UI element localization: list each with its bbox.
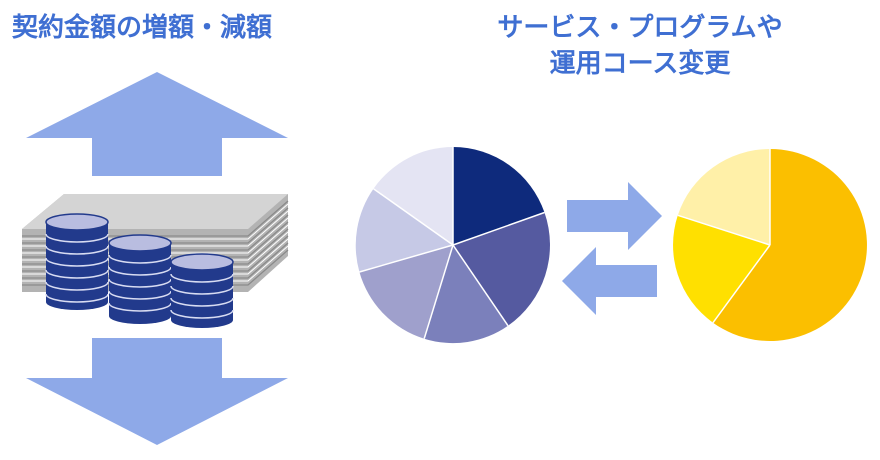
pie-chart-icon xyxy=(355,147,550,344)
pie-chart-icon xyxy=(673,149,867,341)
right-arrow-icon xyxy=(567,182,662,250)
left-arrow-icon xyxy=(562,247,657,315)
coin-stack-icon xyxy=(108,234,172,324)
right-title-line-2: 運用コース変更 xyxy=(549,49,731,79)
exchange-arrows-icon xyxy=(562,182,662,315)
right-title: サービス・プログラムや 運用コース変更 xyxy=(420,10,860,82)
left-title: 契約金額の増額・減額 xyxy=(12,13,273,43)
up-arrow-icon xyxy=(26,72,288,176)
down-arrow-icon xyxy=(26,338,288,445)
coin-stack-icon xyxy=(170,253,234,328)
coin-stack-icon xyxy=(45,213,109,310)
right-title-line-1: サービス・プログラムや xyxy=(497,13,783,43)
